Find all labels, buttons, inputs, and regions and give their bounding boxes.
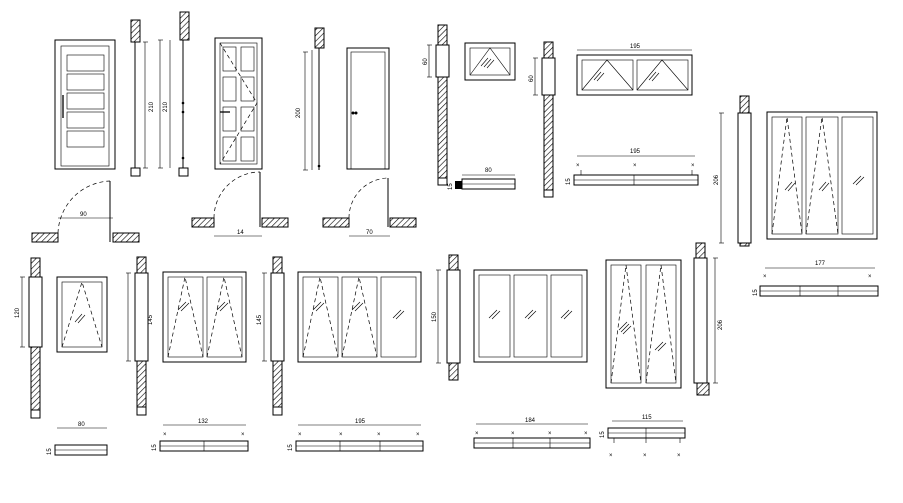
window-a-plan-depth-label: 15 — [47, 448, 53, 455]
window-a-plan: 80 15 — [47, 422, 108, 456]
c-plan-mark-2: × — [339, 432, 343, 438]
door-2-elevation — [214, 37, 263, 170]
window-b-elevation — [162, 271, 247, 363]
window-e-plan: 115 × × × 15 — [600, 415, 686, 459]
b-plan-mark-2: × — [241, 432, 245, 438]
door-2-section: 210 — [158, 11, 190, 177]
door-1-plan: 90 — [31, 180, 140, 243]
window-d-elevation — [473, 269, 588, 363]
wide-plan-mark-2: × — [633, 163, 637, 169]
wide-window-plan-depth-label: 15 — [566, 178, 572, 185]
tall-window-plan-width-label: 177 — [815, 261, 826, 267]
wide-plan-mark-1: × — [576, 163, 580, 169]
tall-window-elevation — [766, 111, 878, 240]
wide-window-height-label: 60 — [529, 75, 535, 82]
window-d-plan-width-label: 184 — [525, 418, 536, 424]
door-2-plan: 14 — [191, 171, 289, 237]
wide-window-width-label: 195 — [630, 44, 641, 50]
window-a-height-label: 120 — [15, 307, 21, 318]
d-plan-mark-2: × — [511, 431, 515, 437]
window-e-elevation — [605, 259, 682, 389]
wide-window-elevation: 195 — [576, 44, 693, 96]
window-c-plan: 195 × × × × 15 — [288, 419, 424, 452]
window-a-plan-width-label: 80 — [78, 422, 85, 428]
e-plan-mark-1: × — [609, 453, 613, 459]
small-window-plan-depth-label: 15 — [448, 183, 454, 190]
small-window-plan-width-label: 80 — [485, 168, 492, 174]
d-plan-mark-3: × — [548, 431, 552, 437]
window-b-plan-width-label: 132 — [198, 419, 209, 425]
window-e-height-label: 206 — [718, 319, 724, 330]
wide-window-plan: 195 × × × 15 — [566, 149, 699, 186]
door-1-plan-width-label: 90 — [80, 212, 87, 218]
door-3-elevation — [346, 47, 390, 170]
tall-plan-mark-1: × — [763, 274, 767, 280]
tall-window-plan: 177 × × 15 — [753, 261, 879, 297]
tall-window-plan-depth-label: 15 — [753, 289, 759, 296]
window-d-height-label: 150 — [432, 311, 438, 322]
tall-plan-mark-2: × — [868, 274, 872, 280]
window-e-plan-depth-label: 15 — [600, 431, 606, 438]
wide-plan-mark-3: × — [691, 163, 695, 169]
tall-window-height-label: 206 — [714, 174, 720, 185]
window-b-height-label: 145 — [148, 314, 154, 325]
door-2-plan-width-label: 14 — [237, 230, 244, 236]
window-c-elevation — [297, 271, 422, 363]
small-window-height-label: 60 — [423, 58, 429, 65]
window-e-plan-width-label: 115 — [642, 415, 652, 421]
c-plan-mark-4: × — [416, 432, 420, 438]
c-plan-mark-1: × — [298, 432, 302, 438]
window-a-elevation — [56, 276, 108, 353]
door-3-height-label: 200 — [296, 107, 302, 118]
door-1-section: 210 — [130, 19, 155, 177]
window-c-height-label: 145 — [257, 314, 263, 325]
d-plan-mark-1: × — [475, 431, 479, 437]
wide-window-section: 60 — [529, 41, 556, 198]
window-b-plan: 132 × × 15 — [152, 419, 249, 452]
wide-window-plan-width-label: 195 — [630, 149, 641, 155]
small-window-section: 60 — [423, 24, 450, 186]
d-plan-mark-4: × — [584, 431, 588, 437]
tall-window-section: 206 — [714, 95, 752, 247]
window-b-plan-depth-label: 15 — [152, 444, 158, 451]
window-b-section: 145 — [126, 256, 154, 416]
door-3-plan: 70 — [322, 177, 417, 237]
e-plan-mark-2: × — [643, 453, 647, 459]
small-window-elevation — [464, 42, 516, 81]
door-3-plan-width-label: 70 — [366, 230, 373, 236]
window-a-section: 120 — [15, 257, 43, 419]
c-plan-mark-3: × — [377, 432, 381, 438]
door-2-height-label: 210 — [163, 101, 169, 112]
window-d-section: 150 — [432, 254, 461, 381]
window-c-plan-width-label: 195 — [355, 419, 366, 425]
window-c-plan-depth-label: 15 — [288, 444, 294, 451]
window-e-section: 206 — [693, 242, 724, 396]
b-plan-mark-1: × — [163, 432, 167, 438]
door-1-elevation — [54, 39, 116, 170]
door-1-height-label: 210 — [149, 101, 155, 112]
window-c-section: 145 — [257, 256, 285, 416]
door-3-section: 200 — [296, 27, 325, 171]
e-plan-mark-3: × — [677, 453, 681, 459]
small-window-plan: 80 15 — [448, 168, 516, 190]
window-d-plan: 184 × × × × — [473, 418, 591, 449]
